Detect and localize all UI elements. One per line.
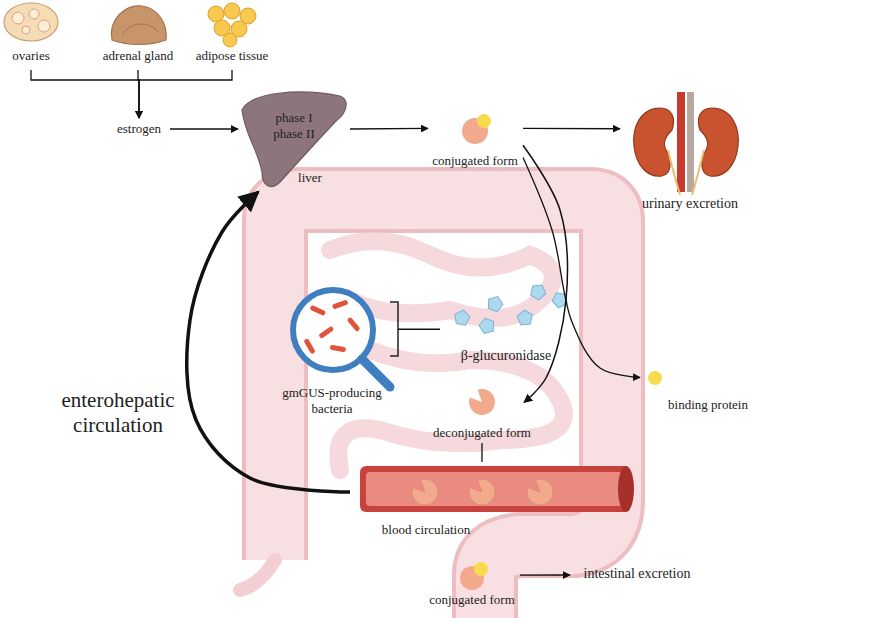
conjugate-group bbox=[474, 562, 488, 576]
bacterium bbox=[318, 326, 334, 339]
kidney-illustration bbox=[699, 108, 739, 176]
flow-connector bbox=[170, 128, 238, 129]
node-label: liver bbox=[298, 170, 322, 186]
liver-illustration bbox=[242, 92, 346, 186]
flow-connector bbox=[187, 192, 350, 492]
adipocyte bbox=[223, 33, 237, 47]
bacterium bbox=[330, 345, 347, 353]
diagram-node: ovaries bbox=[0, 0, 62, 70]
blood-vessel bbox=[360, 466, 630, 512]
adrenal-gland-illustration bbox=[111, 6, 166, 45]
diagram-node: gmGUS-producing bacteria bbox=[280, 282, 398, 417]
inhibition-bracket bbox=[390, 302, 398, 356]
ovary-follicle bbox=[38, 20, 50, 32]
flow-connector bbox=[398, 329, 440, 331]
conjugate-group bbox=[477, 114, 491, 128]
magnifier-handle bbox=[362, 359, 390, 387]
blood-vessel-lumen bbox=[366, 472, 624, 506]
kidney-illustration bbox=[634, 108, 674, 176]
vena-cava bbox=[687, 92, 694, 192]
bacterium bbox=[303, 338, 315, 354]
flow-connector bbox=[523, 145, 567, 402]
deconjugated-molecule bbox=[527, 479, 553, 505]
adrenal-gland-detail bbox=[122, 24, 158, 34]
enzyme-pentagon bbox=[453, 309, 470, 326]
node-label: blood circulation bbox=[382, 522, 470, 538]
ureter bbox=[668, 150, 680, 195]
enzyme-pentagon bbox=[517, 309, 533, 325]
ovary-illustration bbox=[4, 3, 58, 41]
node-label: gmGUS-producing bacteria bbox=[273, 385, 391, 417]
diagram-node: deconjugated form bbox=[440, 385, 524, 443]
flow-connector bbox=[138, 70, 139, 118]
deconjugated-molecule bbox=[412, 479, 438, 505]
node-label: β-glucuronidase bbox=[461, 348, 551, 364]
diagram-node: conjugated form bbox=[428, 108, 523, 170]
diagram-node: intestinal excretion bbox=[570, 563, 705, 587]
ovary-follicle bbox=[12, 12, 24, 24]
flow-connector bbox=[139, 70, 232, 118]
binding-protein-dot bbox=[648, 371, 662, 385]
bacterium bbox=[332, 299, 349, 309]
node-label: intestinal excretion bbox=[584, 566, 691, 582]
diagram-node: conjugated form bbox=[425, 558, 520, 610]
flow-connector bbox=[523, 158, 640, 378]
flow-connector bbox=[481, 443, 482, 462]
edge-label: enterohepatic circulation bbox=[38, 388, 198, 438]
adipocyte bbox=[224, 3, 240, 19]
bacterium bbox=[309, 305, 326, 316]
node-label: conjugated form bbox=[432, 153, 518, 169]
flow-connector bbox=[523, 128, 620, 130]
enzyme-pentagon bbox=[478, 316, 496, 334]
diagram-node: phase I phase II liver bbox=[238, 92, 350, 192]
enzyme-pentagon bbox=[528, 281, 548, 301]
diagram-node: urinary excretion bbox=[620, 90, 760, 215]
flow-connector bbox=[31, 70, 139, 118]
ovary-follicle bbox=[29, 9, 39, 19]
aorta bbox=[677, 92, 685, 192]
node-label: urinary excretion bbox=[642, 196, 738, 212]
flow-connector bbox=[350, 128, 428, 130]
ureter bbox=[692, 150, 704, 195]
diagram-node: adrenal gland bbox=[96, 0, 180, 70]
node-label: phase I phase II bbox=[265, 110, 323, 142]
node-label: binding protein bbox=[668, 397, 748, 413]
node-label: adipose tissue bbox=[196, 48, 269, 64]
ovary-follicle bbox=[22, 26, 30, 34]
diagram-node: estrogen bbox=[108, 118, 170, 140]
node-label: adrenal gland bbox=[103, 48, 173, 64]
enzyme-pentagon bbox=[550, 290, 570, 310]
flow-connector bbox=[520, 574, 570, 575]
diagram-node: adipose tissue bbox=[188, 0, 276, 70]
blood-vessel-end bbox=[618, 466, 634, 512]
diagram-node: β-glucuronidase bbox=[440, 280, 580, 365]
node-label: deconjugated form bbox=[433, 425, 531, 441]
bacterium bbox=[347, 317, 361, 332]
appendix bbox=[240, 560, 275, 590]
diagram-node: binding protein bbox=[640, 365, 750, 415]
node-label: estrogen bbox=[117, 121, 161, 137]
enzyme-pentagon bbox=[486, 294, 505, 313]
diagram-node: blood circulation bbox=[350, 462, 640, 537]
node-label: ovaries bbox=[12, 48, 50, 64]
deconjugated-molecule bbox=[469, 479, 495, 505]
deconjugated-molecule bbox=[469, 389, 495, 415]
node-label: conjugated form bbox=[429, 592, 515, 608]
